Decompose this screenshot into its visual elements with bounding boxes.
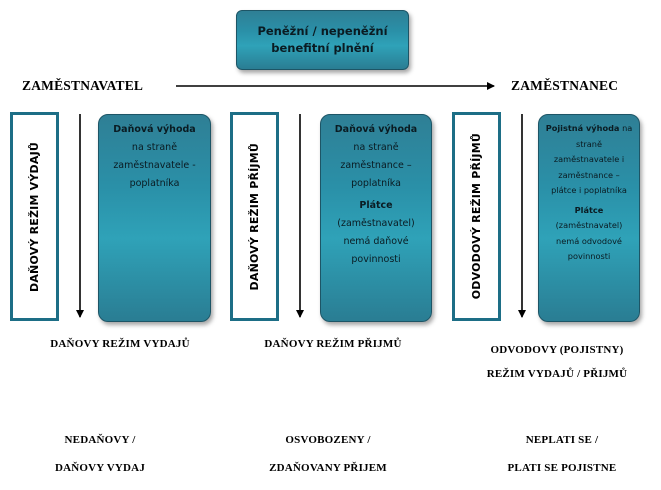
tax-income-regime-box: DAŇOVÝ REŽIM PŘÍJMŮ — [230, 112, 279, 321]
panel-line: povinnosti — [567, 251, 611, 261]
footer-header-tax-income: DAŇOVY REŽIM PŘIJMŮ — [238, 338, 428, 350]
panel-title: Daňová výhoda — [334, 124, 418, 135]
footer-result-tax-income: OSVOBOZENY / ZDAŇOVANY PŘIJEM — [238, 426, 418, 482]
panel-line: (zaměstnavatel) — [337, 218, 415, 229]
tax-income-regime-label: DAŇOVÝ REŽIM PŘÍJMŮ — [248, 142, 261, 291]
footer-result-contribution: NEPLATI SE / PLATI SE POJISTNE — [472, 426, 652, 482]
panel-subtitle: Plátce — [574, 204, 604, 215]
panel-line: straně — [575, 138, 603, 149]
insurance-benefit-panel: Pojistná výhoda na straně zaměstnavatele… — [538, 114, 640, 322]
footer-header-line: REŽIM VYDAJŮ / PŘIJMŮ — [486, 368, 628, 380]
employer-tax-benefit-panel: Daňová výhoda na straně zaměstnavatele -… — [98, 114, 211, 322]
panel-line: na straně — [131, 142, 178, 153]
panel-line: plátce i poplatníka — [551, 185, 627, 195]
panel-subtitle: Plátce — [359, 200, 393, 211]
footer-result-line: DAŇOVY VYDAJ — [54, 462, 146, 474]
panel-line: povinnosti — [351, 254, 401, 265]
tax-expense-regime-label: DAŇOVÝ REŽIM VÝDAJŮ — [28, 141, 41, 292]
tax-expense-regime-box: DAŇOVÝ REŽIM VÝDAJŮ — [10, 112, 59, 321]
employer-label: ZAMĚSTNAVATEL — [22, 78, 144, 93]
panel-line: zaměstnavatele - — [113, 160, 196, 171]
panel-line: zaměstnance – — [340, 160, 412, 171]
benefit-type-line2: benefitní plnění — [271, 41, 374, 55]
footer-result-line: ZDAŇOVANY PŘIJEM — [269, 462, 387, 474]
panel-line: (zaměstnavatel) — [555, 220, 623, 230]
panel-title: Pojistná výhoda — [545, 123, 620, 133]
footer-header-tax-expense: DAŇOVY REŽIM VYDAJŮ — [20, 338, 220, 350]
benefit-type-box: Peněžní / nepeněžní benefitní plnění — [236, 10, 409, 70]
employee-label: ZAMĚSTNANEC — [511, 78, 619, 93]
footer-result-line: NEPLATI SE / — [525, 434, 599, 446]
panel-line: nemá odvodové — [556, 235, 622, 246]
panel-line: poplatníka — [129, 178, 180, 189]
contribution-income-regime-label: ODVODOVÝ REŽIM PŘÍJMŮ — [470, 133, 483, 300]
panel-line: na straně — [353, 142, 399, 153]
employee-tax-benefit-panel: Daňová výhoda na straně zaměstnance – po… — [320, 114, 432, 322]
footer-header-line: ODVODOVY (POJISTNY) — [490, 344, 624, 356]
panel-title-suffix: na — [619, 123, 633, 133]
footer-result-tax-expense: NEDAŇOVY / DAŇOVY VYDAJ — [20, 426, 180, 482]
footer-header-line: DAŇOVY REŽIM PŘIJMŮ — [264, 338, 402, 350]
footer-result-line: PLATI SE POJISTNE — [507, 462, 617, 474]
panel-line: poplatníka — [351, 178, 401, 189]
panel-line: zaměstnavatele i — [553, 154, 625, 164]
footer-result-line: OSVOBOZENY / — [285, 434, 371, 446]
footer-result-line: NEDAŇOVY / — [64, 434, 136, 446]
panel-title: Daňová výhoda — [113, 124, 196, 135]
contribution-income-regime-box: ODVODOVÝ REŽIM PŘÍJMŮ — [452, 112, 501, 321]
benefit-type-line1: Peněžní / nepeněžní — [257, 24, 388, 38]
footer-header-contribution: ODVODOVY (POJISTNY) REŽIM VYDAJŮ / PŘIJM… — [462, 338, 652, 386]
footer-header-line: DAŇOVY REŽIM VYDAJŮ — [50, 338, 190, 350]
panel-line: zaměstnance – — [558, 169, 620, 180]
panel-line: nemá daňové — [343, 236, 409, 247]
